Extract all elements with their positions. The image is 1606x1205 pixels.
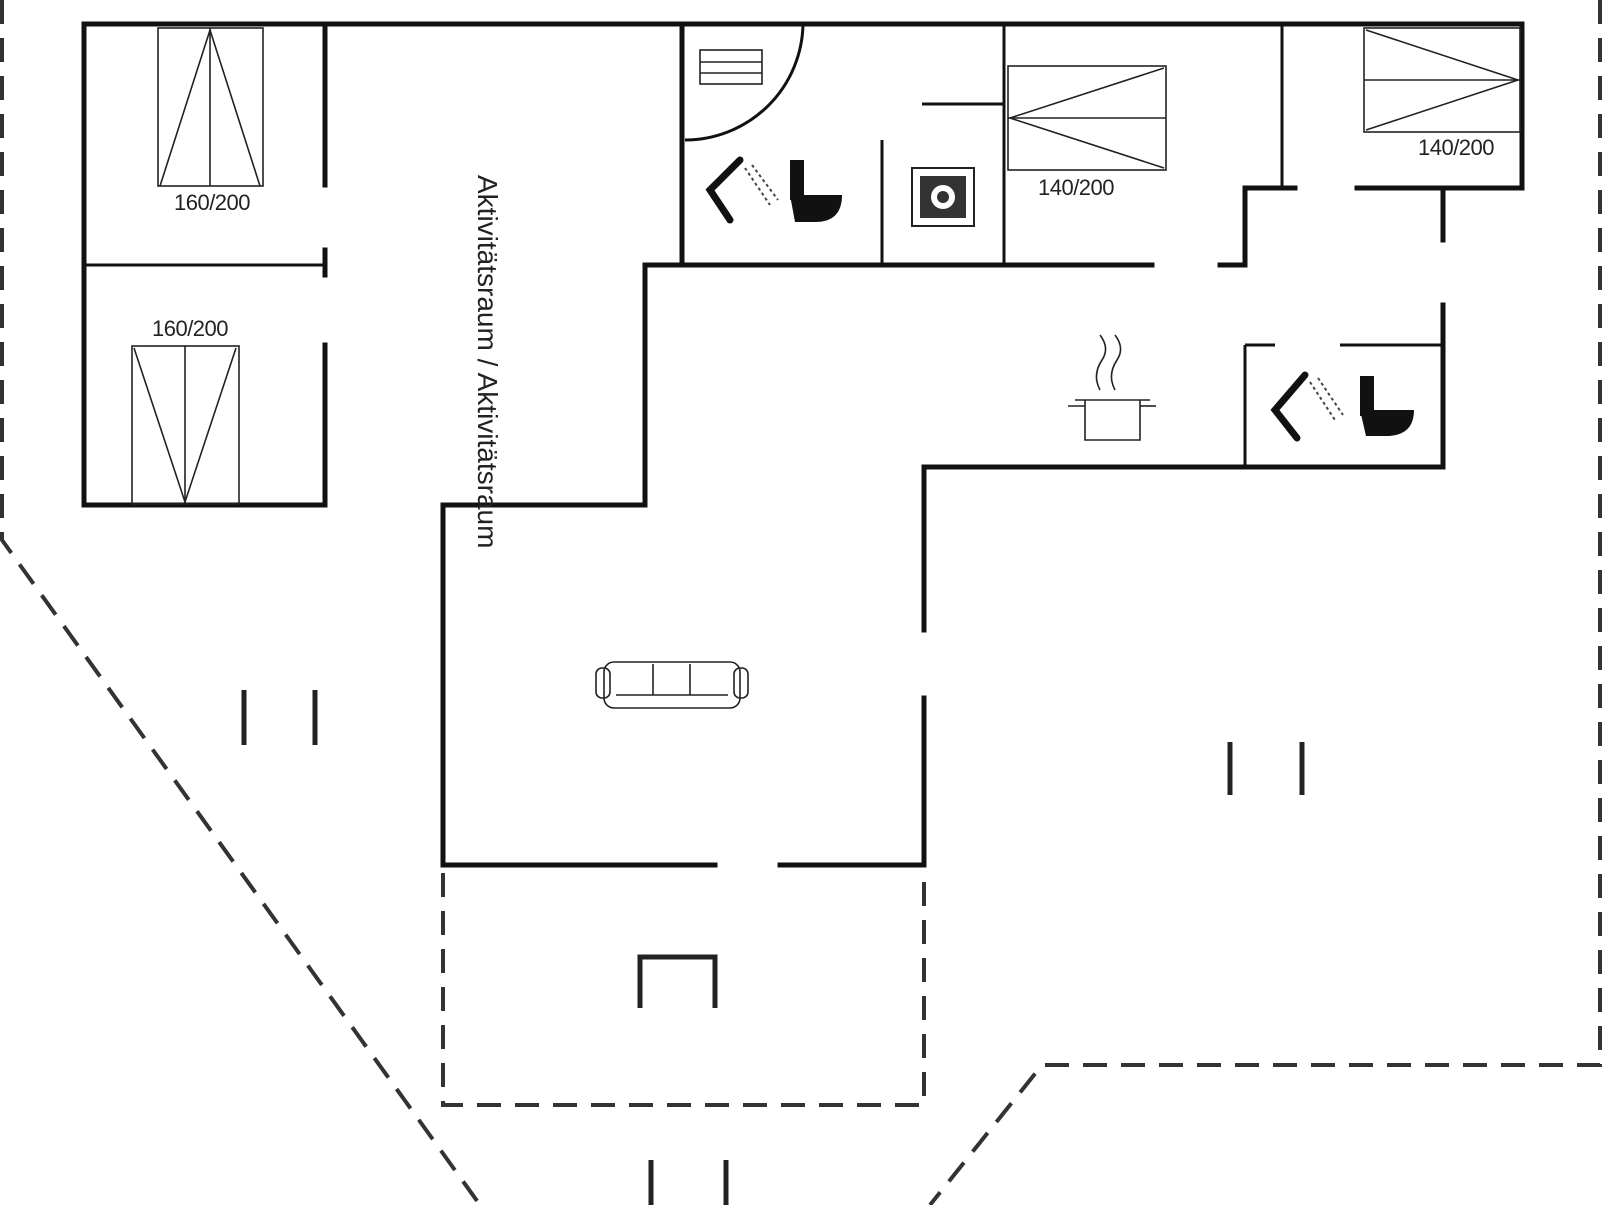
bed-3 [1007,65,1167,171]
sofa-icon [595,661,749,709]
stove-icon [1068,334,1156,441]
bed-1 [157,27,264,187]
exterior-walls [81,21,1525,868]
interior-walls [84,24,1443,467]
terrace-marks [241,690,1305,1205]
bed-2 [131,345,240,505]
fireplace-icon [637,954,718,1008]
washing-machine-icon [911,167,975,227]
shower-icon [705,156,779,224]
shower-icon-2 [1270,371,1344,442]
sauna-icon [684,23,805,142]
bed-label-2: 160/200 [152,316,228,341]
toilet-icon [790,160,842,222]
activity-room-label: Aktivitätsraum / Aktivitätsraum [472,175,503,548]
bed-label-4: 140/200 [1418,135,1494,160]
toilet-icon-2 [1360,376,1414,436]
bed-label-1: 160/200 [174,190,250,215]
bed-4 [1363,27,1521,133]
bed-label-3: 140/200 [1038,175,1114,200]
